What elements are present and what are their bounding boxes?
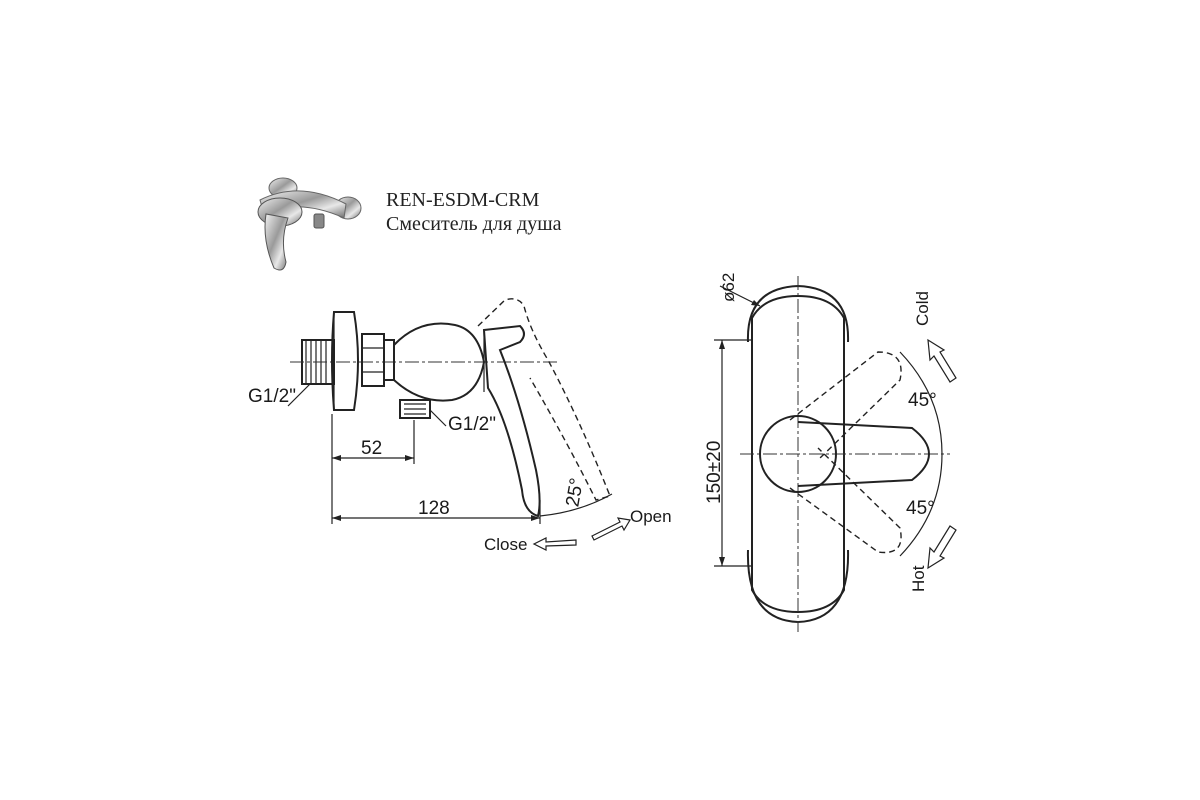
angle-arc-lower (899, 453, 943, 557)
angle-up-label: 45° (908, 390, 937, 411)
open-label: Open (630, 507, 672, 526)
flange-diameter-label: ø62 (719, 273, 738, 302)
handle-hot-position (789, 447, 902, 554)
title-block: REN-ESDM-CRM Смеситель для душа (386, 188, 561, 236)
angle-down-label: 45° (906, 498, 935, 519)
inlet-thread-label: G1/2" (248, 386, 296, 407)
dim-outlet-offset-label: 52 (361, 438, 382, 459)
outlet-thread-hatching (404, 403, 426, 415)
handle-center (797, 421, 930, 487)
cold-label: Cold (913, 291, 932, 326)
product-photo (257, 177, 362, 271)
outlet-thread-label: G1/2" (448, 414, 496, 435)
model-code: REN-ESDM-CRM (386, 189, 540, 211)
dim-arrowhead (332, 455, 341, 461)
lever-angle-arc (539, 493, 613, 517)
side-view: G1/2" G1/2" 52 128 25° Open Close (248, 298, 672, 554)
open-arrow-icon (591, 517, 631, 541)
close-arrow-icon (532, 537, 577, 551)
cartridge-housing (759, 415, 837, 493)
lever-angle-label: 25° (562, 477, 588, 509)
mixer-body-front (751, 294, 845, 614)
inlet-leader (287, 383, 311, 407)
cold-arrow-icon (927, 338, 957, 383)
wall-flange (331, 311, 359, 411)
hot-label: Hot (909, 565, 928, 592)
lever-closed (482, 324, 541, 518)
hot-arrow-icon (927, 525, 957, 570)
close-label: Close (484, 535, 527, 554)
dim-arrowhead (719, 340, 725, 349)
front-view: 45° 45° Cold Hot ø62 150±20 (704, 273, 957, 632)
handle-cold-position (789, 351, 902, 461)
dim-arrowhead (751, 300, 760, 306)
center-distance-label: 150±20 (704, 441, 725, 504)
dim-arrowhead (531, 515, 540, 521)
dim-arrowhead (332, 515, 341, 521)
connector (383, 339, 395, 381)
angle-arc-upper (899, 351, 943, 455)
dim-arrowhead (405, 455, 414, 461)
dim-arrowhead (719, 557, 725, 566)
product-name: Смеситель для душа (386, 213, 562, 235)
hex-nut (361, 333, 385, 387)
dim-total-depth-label: 128 (418, 498, 450, 519)
lever-open (477, 298, 611, 501)
outlet-thread (399, 399, 431, 419)
outlet-leader (429, 409, 447, 427)
